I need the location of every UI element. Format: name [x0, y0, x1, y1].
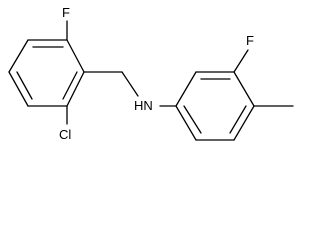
atom-fluorine-top-left: F	[62, 5, 70, 20]
bond-ring-b-inner-2	[229, 105, 247, 134]
bond-to-fluorine-right	[233, 49, 249, 73]
bond-ring-b-inner-3	[183, 105, 202, 134]
bond-ring-b-4	[233, 105, 255, 141]
bond-ch2-to-nh	[121, 71, 139, 97]
bond-ring-b-1	[175, 71, 197, 107]
bond-ring-b-3	[233, 71, 255, 107]
bond-ring-a-inner-2	[62, 71, 78, 100]
left-benzene-ring	[8, 39, 85, 107]
bond-ring-a-inner-3	[16, 71, 33, 100]
bond-ring-b-6	[175, 105, 197, 141]
atom-chlorine: Cl	[59, 127, 71, 142]
molecule-diagram: F Cl HN F	[8, 5, 294, 142]
right-benzene-ring	[175, 71, 255, 141]
structure-canvas: F Cl HN F	[8, 5, 294, 142]
bond-ring-a-6	[8, 39, 29, 73]
atom-fluorine-right: F	[246, 33, 254, 48]
bond-ring-a-2	[66, 39, 85, 73]
atom-amine: HN	[134, 98, 153, 113]
bond-ring-a-5	[8, 71, 29, 107]
bond-ring-a-3	[66, 71, 85, 107]
